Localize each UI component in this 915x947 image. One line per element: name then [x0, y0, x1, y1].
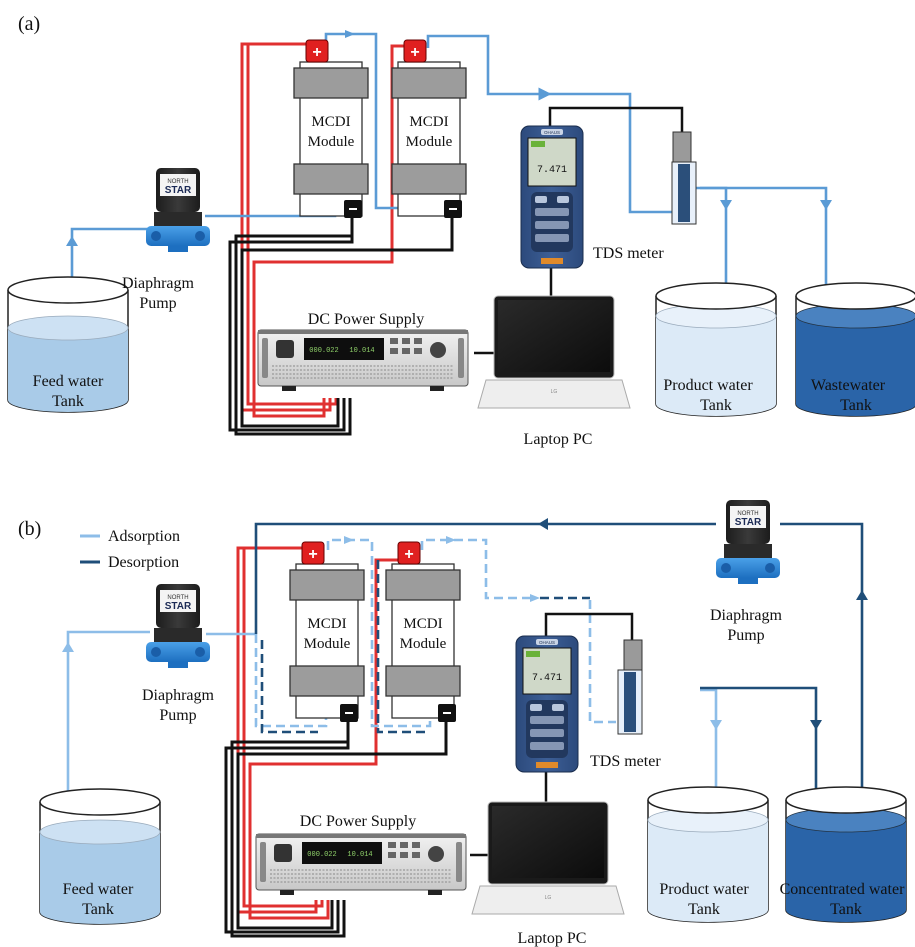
feed-tank-a-label-1: Feed water	[33, 373, 104, 390]
mcdi-module-a-2: + MCDI Module	[391, 39, 467, 218]
pump-a-label-1: Diaphragm	[122, 275, 195, 292]
conc-tank-b-label-2: Tank	[830, 901, 862, 918]
module-b-1-label-2: Module	[304, 636, 351, 652]
laptop-b: LG	[471, 801, 625, 915]
module-a-2-label-2: Module	[406, 134, 453, 150]
module-b-2-label-2: Module	[400, 636, 447, 652]
tds-probe-a	[671, 131, 697, 225]
positive-terminal-icon: +	[404, 546, 413, 563]
legend: Adsorption Desorption	[80, 528, 180, 571]
pump-a-label-2: Pump	[139, 295, 176, 312]
tds-meter-b-label: TDS meter	[590, 753, 661, 770]
diaphragm-pump-a: NORTH STAR	[146, 168, 210, 252]
adsorption-dashed-b	[254, 538, 616, 728]
tds-meter-a-label: TDS meter	[593, 245, 664, 262]
wastewater-tank-a: Wastewater Tank	[795, 282, 915, 417]
feed-tank-b-label-1: Feed water	[63, 881, 134, 898]
pump-b-right-label-2: Pump	[727, 627, 764, 644]
module-a-1-label-1: MCDI	[311, 114, 350, 130]
module-b-1-label-1: MCDI	[307, 616, 346, 632]
feed-tank-b-label-2: Tank	[82, 901, 114, 918]
wastewater-tank-a-label-1: Wastewater	[811, 377, 886, 394]
product-tank-a: Product water Tank	[655, 282, 777, 417]
positive-terminal-icon: +	[312, 44, 321, 61]
pump-brand-b-left: STAR	[165, 601, 192, 612]
pump-brand-b-right: STAR	[735, 517, 762, 528]
conc-tank-b-label-1: Concentrated water	[780, 881, 906, 898]
laptop-a-label: Laptop PC	[524, 431, 593, 448]
psu-reading-a-1: 000.022	[309, 347, 338, 355]
tds-probe-b	[617, 639, 643, 735]
wastewater-tank-a-label-2: Tank	[840, 397, 872, 414]
legend-desorption: Desorption	[108, 554, 179, 571]
dc-power-supply-a: 000.022 10.014	[257, 329, 469, 391]
laptop-a: LG	[477, 295, 631, 409]
module-a-2-label-1: MCDI	[409, 114, 448, 130]
negative-wires-b	[224, 714, 448, 938]
product-tank-b-label-1: Product water	[659, 881, 749, 898]
mcdi-module-a-1: + MCDI Module	[293, 39, 369, 218]
laptop-brand-a: LG	[551, 389, 558, 395]
tds-meter-b: OHAUS 7.471	[515, 635, 579, 773]
positive-terminal-icon: +	[410, 44, 419, 61]
psu-reading-a-2: 10.014	[349, 347, 374, 355]
desorption-flow-b	[254, 522, 864, 820]
product-tank-a-label-1: Product water	[663, 377, 753, 394]
dc-power-supply-a-label: DC Power Supply	[308, 311, 424, 328]
concentrated-tank-b: Concentrated water Tank	[780, 786, 907, 923]
legend-adsorption: Adsorption	[108, 528, 180, 545]
product-tank-b: Product water Tank	[647, 786, 769, 923]
pump-brand-top-b-left: NORTH	[167, 595, 188, 601]
module-b-2-label-1: MCDI	[403, 616, 442, 632]
pump-brand-top-a: NORTH	[167, 179, 188, 185]
module-a-1-label-2: Module	[308, 134, 355, 150]
laptop-b-label: Laptop PC	[518, 930, 587, 947]
mcdi-module-b-2: + MCDI Module	[385, 541, 461, 722]
mcdi-module-b-1: + MCDI Module	[289, 541, 365, 722]
meter-reading-a: 7.471	[537, 165, 567, 176]
pump-b-right-label-1: Diaphragm	[710, 607, 783, 624]
positive-terminal-icon: +	[308, 546, 317, 563]
product-tank-b-label-2: Tank	[688, 901, 720, 918]
dc-power-supply-b-label: DC Power Supply	[300, 813, 416, 830]
data-cables-a	[474, 106, 684, 355]
panel-b-tag: (b)	[18, 518, 41, 540]
pump-b-left-label-2: Pump	[159, 707, 196, 724]
diaphragm-pump-b-right: NORTH STAR	[716, 500, 780, 584]
desorption-dashed-b	[260, 560, 590, 734]
pump-b-left-label-1: Diaphragm	[142, 687, 215, 704]
tds-meter-a: OHAUS 7.471	[520, 125, 584, 269]
pump-brand-top-b-right: NORTH	[737, 511, 758, 517]
meter-brand-b: OHAUS	[539, 640, 555, 645]
negative-wires-a	[228, 214, 454, 436]
panel-a-tag: (a)	[18, 13, 40, 35]
adsorption-flow-b	[66, 630, 718, 850]
diaphragm-pump-b-left: NORTH STAR	[146, 584, 210, 668]
product-tank-a-label-2: Tank	[700, 397, 732, 414]
feed-tank-b: Feed water Tank	[39, 788, 161, 925]
psu-reading-b-1: 000.022	[307, 851, 336, 859]
pump-brand-a: STAR	[165, 185, 192, 196]
dc-power-supply-b: 000.022 10.014	[255, 833, 467, 895]
feed-tank-a: Feed water Tank	[7, 276, 129, 413]
laptop-brand-b: LG	[545, 895, 552, 901]
data-cables-b	[470, 612, 634, 857]
meter-reading-b: 7.471	[532, 673, 562, 684]
feed-tank-a-label-2: Tank	[52, 393, 84, 410]
psu-reading-b-2: 10.014	[347, 851, 372, 859]
meter-brand-a: OHAUS	[544, 130, 560, 135]
